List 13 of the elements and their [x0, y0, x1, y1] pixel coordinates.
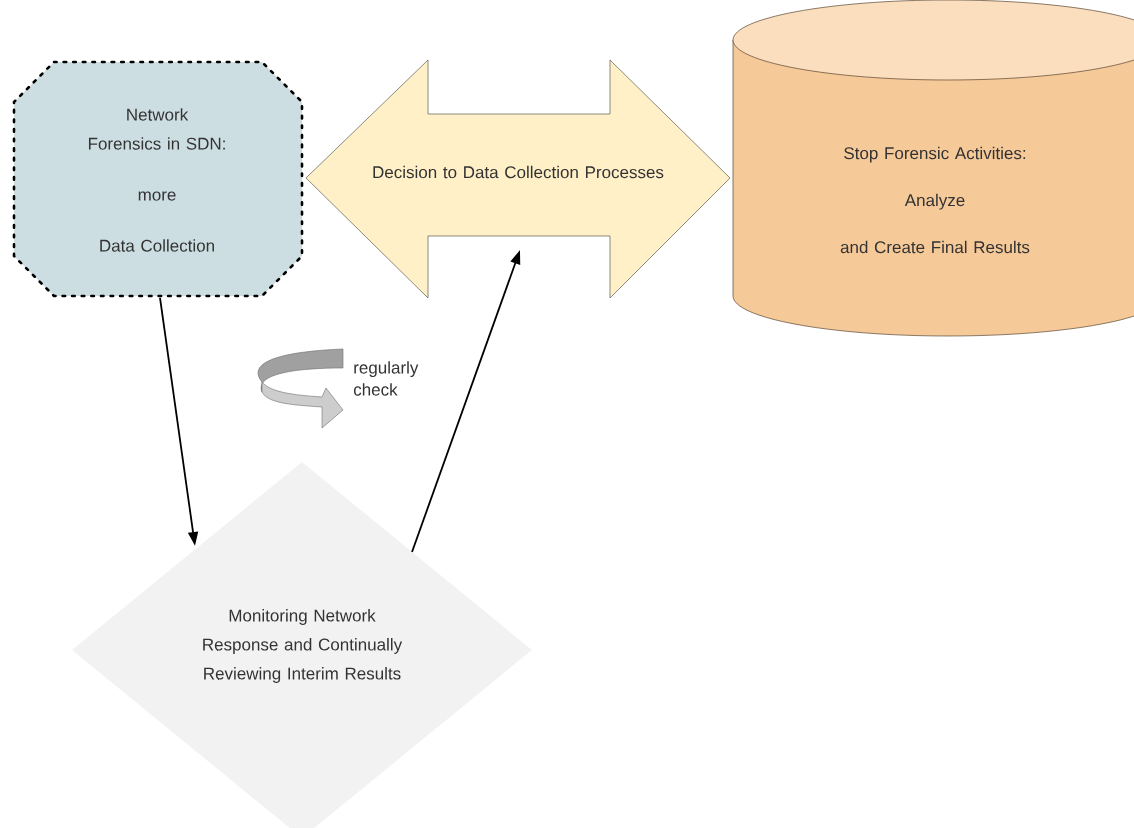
node-text: Analyze — [904, 193, 965, 210]
octagon-box — [12, 60, 304, 298]
node-text: Decision to Data Collection Processes — [373, 165, 664, 179]
node-text: Network Forensics in SDN: — [88, 108, 225, 150]
cylinder-shape — [732, 0, 1134, 337]
node-text: Stop Forensic Activities: — [844, 146, 1026, 163]
node-text: Data Collection — [100, 239, 214, 252]
node-text: Monitoring Network Response and Continually Reviewing Interim Results — [203, 609, 403, 683]
double-arrow-shape — [305, 59, 731, 299]
node-text: and Create Final Results — [840, 240, 1030, 254]
annotation-text: regularly check — [353, 361, 419, 396]
node-text: more — [138, 191, 176, 201]
diamond-shape — [72, 462, 532, 828]
